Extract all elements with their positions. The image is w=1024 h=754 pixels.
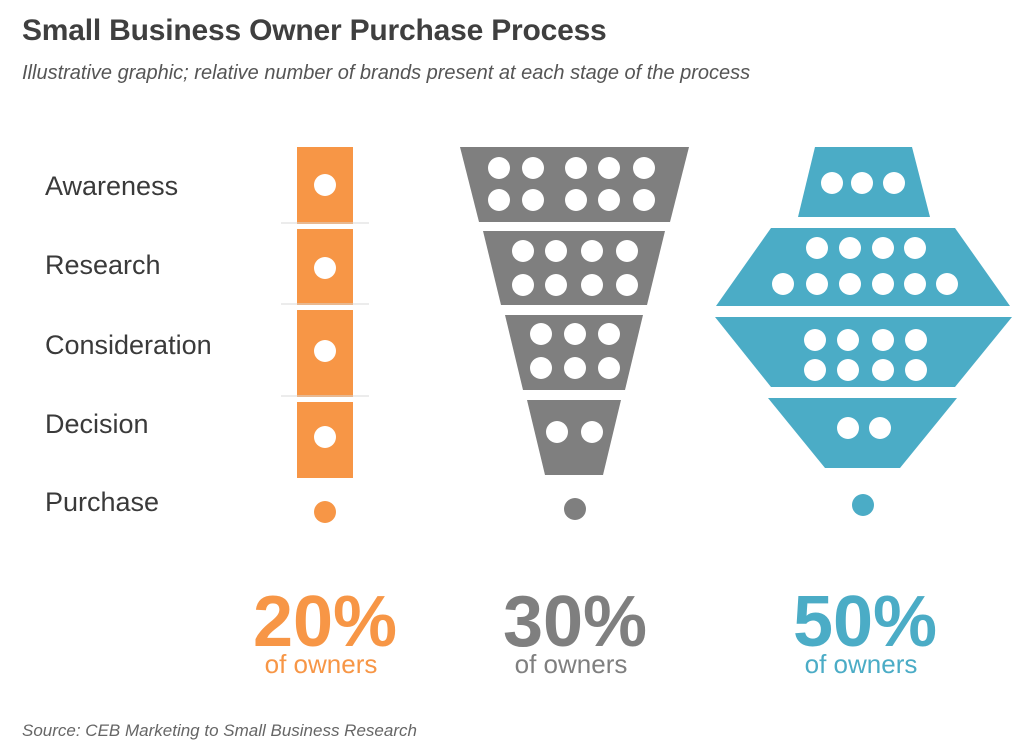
brand-dot — [545, 274, 567, 296]
funnel-group-2 — [460, 147, 689, 520]
percent-value-group-1: 20% — [252, 582, 398, 662]
stage-label-purchase: Purchase — [45, 487, 160, 517]
brand-dot — [872, 359, 894, 381]
purchase-dot — [852, 494, 874, 516]
funnel-diagrams — [281, 147, 1012, 523]
brand-dot — [837, 329, 859, 351]
page-subtitle: Illustrative graphic; relative number of… — [22, 62, 751, 84]
brand-dot — [839, 273, 861, 295]
stage-label-research: Research — [45, 250, 161, 280]
brand-dot — [806, 273, 828, 295]
brand-dot — [522, 189, 544, 211]
brand-dot — [565, 189, 587, 211]
funnel-stage-decision — [527, 400, 621, 475]
page-title: Small Business Owner Purchase Process — [22, 14, 607, 47]
percent-value-group-3: 50% — [792, 582, 938, 662]
percent-value-group-2: 30% — [502, 582, 648, 662]
brand-dot — [530, 357, 552, 379]
brand-dot — [598, 157, 620, 179]
brand-dot — [488, 189, 510, 211]
brand-dot — [904, 237, 926, 259]
brand-dot — [488, 157, 510, 179]
brand-dot — [821, 172, 843, 194]
brand-dot — [851, 172, 873, 194]
brand-dot — [806, 237, 828, 259]
purchase-dot — [314, 501, 336, 523]
funnel-stage-awareness — [460, 147, 689, 222]
brand-dot — [872, 273, 894, 295]
funnel-stage-consideration — [715, 317, 1012, 387]
brand-dot — [936, 273, 958, 295]
funnel-stage-research — [483, 231, 665, 305]
brand-dot — [564, 357, 586, 379]
brand-dot — [598, 323, 620, 345]
brand-dot — [581, 274, 603, 296]
stage-label-consideration: Consideration — [45, 330, 212, 360]
brand-dot — [564, 323, 586, 345]
brand-dot — [872, 237, 894, 259]
percent-caption-group-3: of owners — [804, 649, 918, 679]
brand-dot — [633, 157, 655, 179]
brand-dot — [314, 174, 336, 196]
column-bar — [297, 147, 353, 478]
percent-caption-group-2: of owners — [514, 649, 628, 679]
brand-dot — [904, 273, 926, 295]
brand-dot — [804, 329, 826, 351]
brand-dot — [598, 189, 620, 211]
brand-dot — [872, 329, 894, 351]
brand-dot — [772, 273, 794, 295]
brand-dot — [837, 359, 859, 381]
purchase-dot — [564, 498, 586, 520]
brand-dot — [883, 172, 905, 194]
brand-dot — [512, 274, 534, 296]
brand-dot — [314, 426, 336, 448]
brand-dot — [905, 359, 927, 381]
brand-dot — [839, 237, 861, 259]
source-note: Source: CEB Marketing to Small Business … — [22, 721, 417, 740]
brand-dot — [837, 417, 859, 439]
brand-dot — [905, 329, 927, 351]
brand-dot — [869, 417, 891, 439]
brand-dot — [616, 240, 638, 262]
stage-gap — [281, 305, 369, 310]
funnel-group-1 — [281, 147, 369, 523]
funnel-group-3 — [715, 147, 1012, 516]
brand-dot — [598, 357, 620, 379]
brand-dot — [581, 240, 603, 262]
stage-label-decision: Decision — [45, 409, 149, 439]
stage-label-awareness: Awareness — [45, 171, 179, 201]
stage-gap — [281, 224, 369, 229]
brand-dot — [530, 323, 552, 345]
brand-dot — [565, 157, 587, 179]
brand-dot — [804, 359, 826, 381]
stage-gap — [281, 397, 369, 402]
brand-dot — [581, 421, 603, 443]
brand-dot — [545, 240, 567, 262]
brand-dot — [522, 157, 544, 179]
percent-caption-group-1: of owners — [264, 649, 378, 679]
brand-dot — [546, 421, 568, 443]
funnel-stage-research — [716, 228, 1010, 306]
brand-dot — [314, 257, 336, 279]
brand-dot — [633, 189, 655, 211]
brand-dot — [616, 274, 638, 296]
brand-dot — [512, 240, 534, 262]
brand-dot — [314, 340, 336, 362]
funnel-stage-decision — [768, 398, 957, 468]
